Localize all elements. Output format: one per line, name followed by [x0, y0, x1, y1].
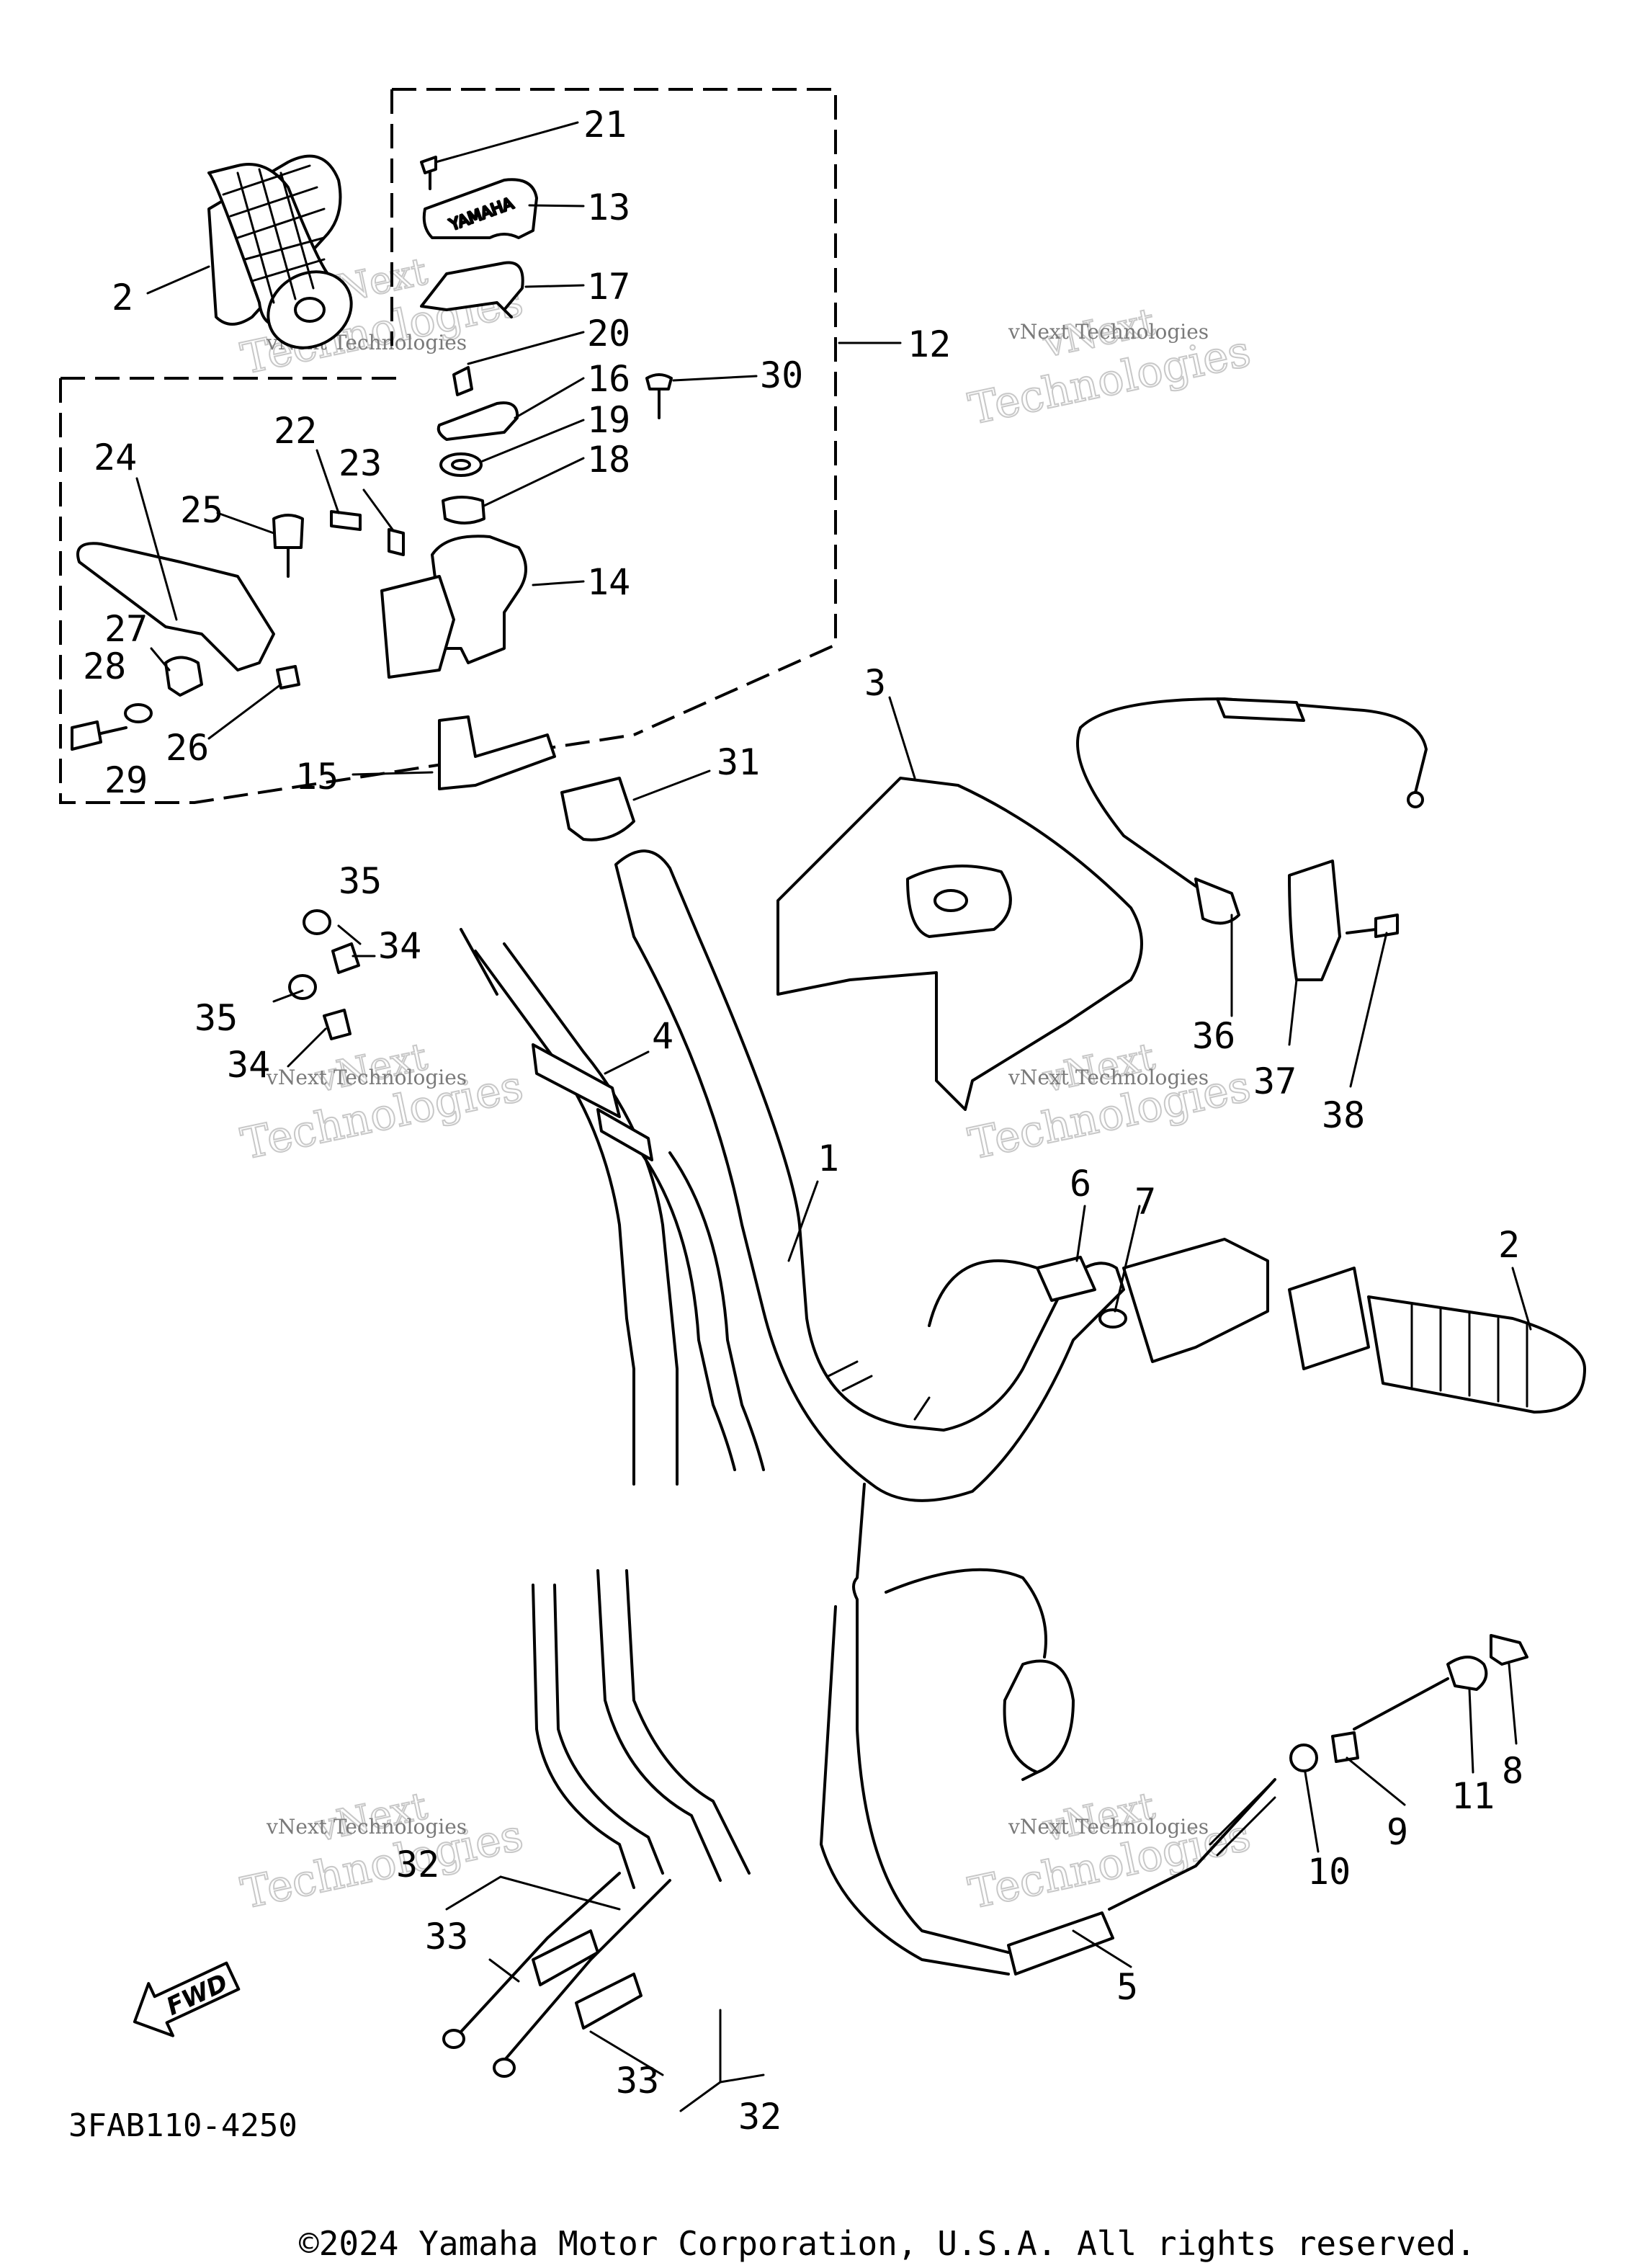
callout-37: 37 — [1253, 1061, 1297, 1102]
callout-16: 16 — [587, 358, 630, 400]
callout-24: 24 — [94, 437, 137, 478]
bracket — [1288, 860, 1399, 981]
left-grip — [207, 154, 353, 349]
fwd-arrow: FWD — [133, 1961, 241, 2037]
callout-4: 4 — [652, 1015, 673, 1057]
watermark-text: vNext Technologies — [1008, 1815, 1209, 1839]
callout-15: 15 — [295, 756, 339, 798]
watermark-text: vNext Technologies — [1008, 1066, 1209, 1089]
callout-22: 22 — [274, 410, 317, 452]
sub-assembly-boundary — [392, 88, 837, 736]
throttle-cable-bottom — [1007, 1634, 1528, 1975]
callout-5: 5 — [1116, 1966, 1138, 2008]
lever-assembly-boundary — [59, 378, 635, 804]
cable-ends — [288, 909, 498, 1040]
part-code: 3FAB110-4250 — [68, 2107, 297, 2144]
callout-12: 12 — [908, 323, 951, 365]
callout-20: 20 — [587, 313, 630, 354]
callout-6: 6 — [1070, 1163, 1091, 1205]
callout-32: 32 — [738, 2096, 782, 2138]
callout-19: 19 — [587, 399, 630, 441]
throttle-cable-top — [1076, 697, 1428, 925]
callout-10: 10 — [1307, 1851, 1351, 1893]
callout-30: 30 — [760, 354, 803, 396]
left-cables — [442, 942, 765, 2078]
handlebar-cover — [776, 777, 1143, 1111]
callout-11: 11 — [1451, 1775, 1495, 1817]
callout-23: 23 — [339, 442, 382, 484]
callout-38: 38 — [1322, 1094, 1365, 1136]
watermark-text: vNext Technologies — [1008, 320, 1209, 344]
watermark-text: vNext Technologies — [266, 1815, 467, 1839]
callout-1: 1 — [818, 1138, 839, 1179]
callout-35: 35 — [339, 860, 382, 902]
callout-21: 21 — [583, 104, 627, 146]
callout-8: 8 — [1502, 1750, 1523, 1792]
assembly-boundaries — [59, 88, 837, 804]
lever-assembly — [71, 510, 556, 790]
center-cable — [820, 1483, 1075, 1975]
callout-28: 28 — [83, 646, 126, 687]
callout-32: 32 — [396, 1844, 439, 1885]
cable-guide — [560, 777, 635, 841]
callout-33: 33 — [425, 1916, 468, 1957]
leader-lines — [135, 121, 1532, 2112]
callout-13: 13 — [587, 187, 630, 228]
callout-9: 9 — [1387, 1811, 1408, 1853]
callout-7: 7 — [1134, 1181, 1156, 1223]
callout-34: 34 — [227, 1044, 270, 1086]
callout-36: 36 — [1192, 1015, 1235, 1057]
callout-3: 3 — [864, 662, 886, 704]
callout-14: 14 — [587, 561, 630, 603]
callout-29: 29 — [104, 759, 148, 801]
callouts: 1 2 2 3 4 5 6 7 8 9 10 11 12 13 14 15 16… — [83, 104, 1523, 2138]
callout-27: 27 — [104, 608, 148, 650]
watermark-text: vNext Technologies — [266, 1066, 467, 1089]
callout-25: 25 — [180, 489, 223, 531]
callout-17: 17 — [587, 266, 630, 308]
callout-31: 31 — [717, 741, 760, 783]
callout-26: 26 — [166, 727, 209, 769]
callout-2: 2 — [1498, 1224, 1520, 1266]
handlebar — [614, 849, 1125, 1502]
callout-18: 18 — [587, 439, 630, 481]
callout-35: 35 — [194, 997, 238, 1039]
callout-33: 33 — [616, 2060, 659, 2102]
callout-34: 34 — [378, 925, 421, 967]
copyright-text: ©2024 Yamaha Motor Corporation, U.S.A. A… — [299, 2224, 1476, 2263]
callout-2: 2 — [112, 277, 133, 318]
clamp-parts: YAMAHA — [420, 156, 673, 524]
